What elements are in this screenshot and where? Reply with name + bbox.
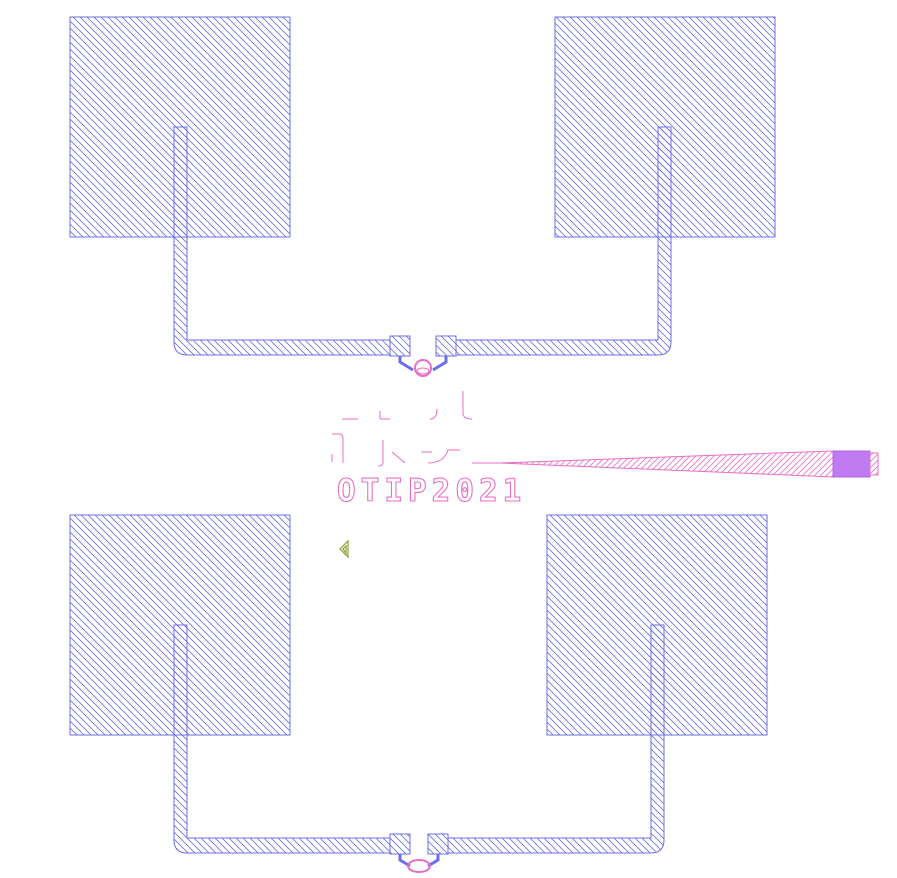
waveguide-curve-f bbox=[427, 449, 460, 464]
electrode-tip-left[interactable] bbox=[389, 335, 411, 357]
electrode-tip-right[interactable] bbox=[435, 335, 457, 357]
taper-end bbox=[869, 452, 879, 476]
waveguide-taper[interactable] bbox=[499, 450, 834, 478]
electrode-tip-bottom-right[interactable] bbox=[427, 833, 449, 855]
taper-coupler bbox=[472, 450, 879, 478]
waveguide-diag bbox=[391, 451, 406, 464]
edge-coupler-pad[interactable] bbox=[832, 450, 871, 478]
waveguide-curve-a bbox=[462, 391, 473, 420]
electrode-neck-bottom bbox=[398, 854, 440, 868]
alignment-marker bbox=[339, 539, 349, 559]
electrode-neck-top bbox=[398, 356, 448, 372]
ring-resonator-bottom[interactable] bbox=[407, 859, 431, 873]
ring-resonator-top[interactable] bbox=[414, 359, 432, 377]
electrode-trace-bottom-left[interactable] bbox=[173, 624, 391, 854]
waveguide-curve-b bbox=[429, 408, 438, 420]
waveguide-section bbox=[331, 391, 473, 467]
waveguide-mark-b bbox=[379, 411, 390, 420]
ring-resonator-top-inner bbox=[416, 367, 430, 375]
top-device bbox=[69, 16, 776, 377]
marker-icon bbox=[339, 539, 349, 559]
chip-label: OTIP2021 bbox=[337, 473, 526, 509]
bottom-device bbox=[69, 514, 768, 873]
waveguide-curve-c bbox=[332, 433, 344, 463]
electrode-trace-top[interactable] bbox=[173, 126, 391, 356]
electrode-tip-bottom-left[interactable] bbox=[389, 833, 411, 855]
waveguide-curve-d bbox=[377, 440, 384, 467]
